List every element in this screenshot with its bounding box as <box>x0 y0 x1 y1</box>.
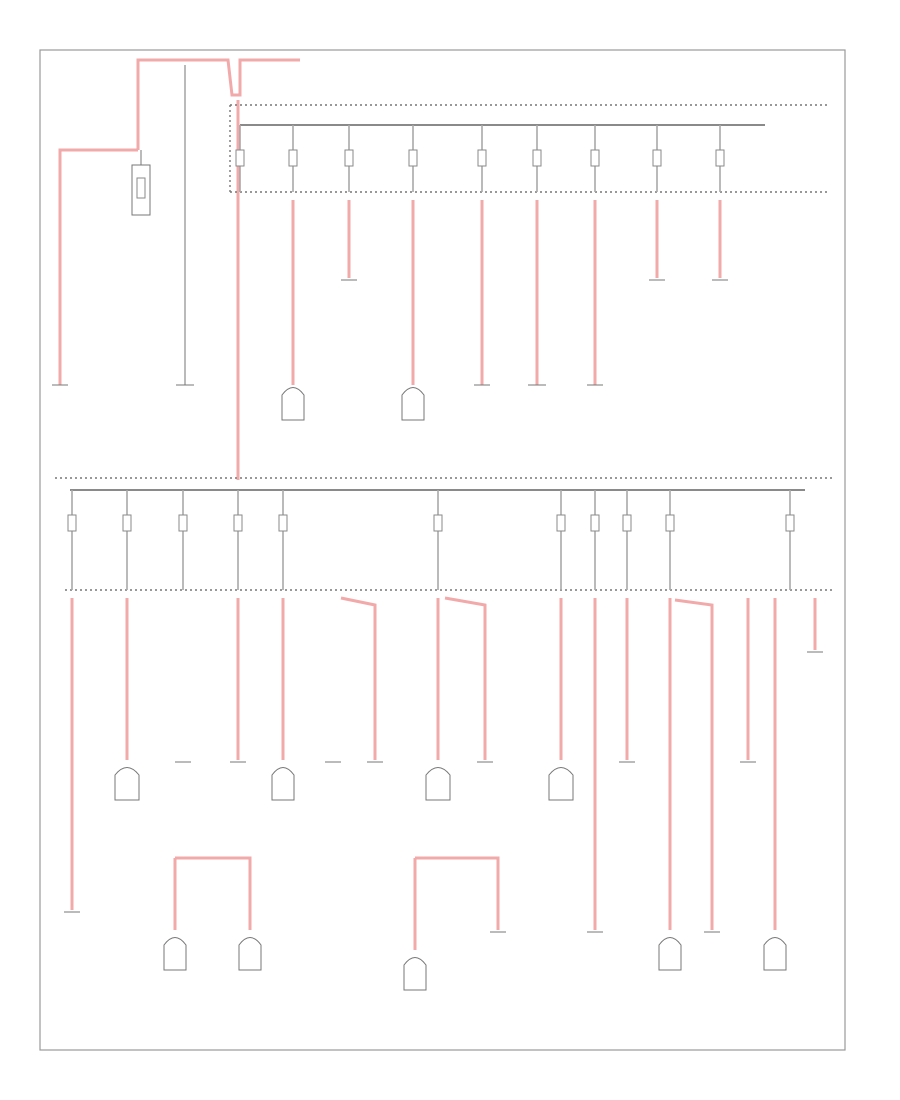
connector-icon <box>238 937 262 971</box>
fuse-icon <box>278 490 288 590</box>
fuse-icon <box>715 125 725 192</box>
branch-wire <box>674 598 714 930</box>
fuse-row-interior <box>67 490 795 590</box>
fuse-icon <box>590 125 600 192</box>
connector-icon <box>548 767 574 801</box>
fuse-icon <box>556 490 566 590</box>
fuse-icon <box>178 490 188 590</box>
fuse-icon <box>622 490 632 590</box>
fuse-icon <box>67 490 77 590</box>
fuse-icon <box>288 125 298 192</box>
connector-icon <box>401 387 425 421</box>
fuse-icon <box>408 125 418 192</box>
battery-feed-left-wire <box>58 148 138 385</box>
fuse-icon <box>433 490 443 590</box>
branch-wire <box>444 596 487 760</box>
fuse-row-top <box>235 125 725 192</box>
connector-icon <box>163 937 187 971</box>
battery-positive-wire <box>136 58 300 150</box>
fuse-icon <box>590 490 600 590</box>
battery-icon <box>131 150 151 216</box>
diagram-frame <box>39 49 846 1051</box>
fuse-icon <box>532 125 542 192</box>
connector-icon <box>403 957 427 991</box>
fuse-icon <box>235 125 245 192</box>
branch-wire <box>340 596 377 760</box>
fuse-icon <box>665 490 675 590</box>
branch-wire <box>175 856 252 930</box>
connector-icon <box>271 767 295 801</box>
branch-wire <box>415 856 500 930</box>
connector-icon <box>281 387 305 421</box>
fuse-icon <box>233 490 243 590</box>
connector-icon <box>763 937 787 971</box>
fuse-icon <box>785 490 795 590</box>
fuse-icon <box>652 125 662 192</box>
fuse-icon <box>344 125 354 192</box>
connector-icon <box>658 937 682 971</box>
connector-icon <box>425 767 451 801</box>
fuse-icon <box>477 125 487 192</box>
connector-icon <box>114 767 140 801</box>
fuse-icon <box>122 490 132 590</box>
